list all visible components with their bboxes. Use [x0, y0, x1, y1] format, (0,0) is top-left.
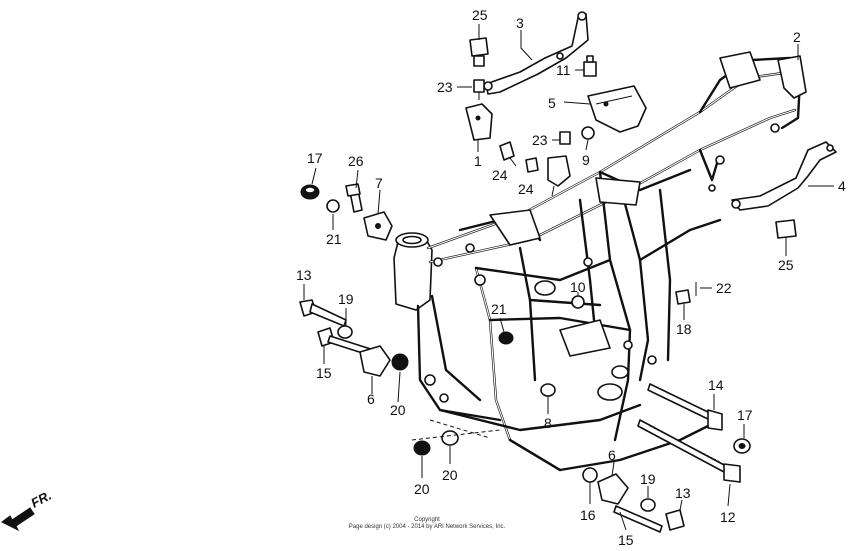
callout-26: 26 — [348, 153, 364, 169]
part-24-bolt-a — [499, 141, 517, 167]
part-11-bolt — [583, 55, 597, 77]
part-18-nut — [675, 289, 691, 305]
copyright-line-2: Page design (c) 2004 - 2014 by ARI Netwo… — [349, 524, 506, 530]
part-16-nut — [582, 467, 598, 483]
callout-25: 25 — [778, 257, 794, 273]
copyright-notice: Copyright Page design (c) 2004 - 2014 by… — [349, 517, 506, 530]
callout-10: 10 — [570, 279, 586, 295]
part-19-washer-b — [640, 498, 656, 512]
callout-20: 20 — [414, 481, 430, 497]
part-5-bracket — [587, 85, 647, 133]
callout-19: 19 — [338, 291, 354, 307]
main-frame — [393, 51, 802, 472]
part-24-bolt-b — [525, 157, 539, 173]
callout-19: 19 — [640, 471, 656, 487]
part-25-bolt-a — [469, 37, 489, 67]
part-12-bolt — [637, 419, 741, 483]
callout-18: 18 — [676, 321, 692, 337]
callout-9: 9 — [582, 152, 590, 168]
callout-21: 21 — [491, 301, 507, 317]
callout-23: 23 — [532, 132, 548, 148]
part-2-bracket — [777, 55, 807, 99]
part-23-bolt-a — [473, 79, 485, 100]
callout-15: 15 — [618, 532, 634, 548]
callout-2: 2 — [793, 29, 801, 45]
part-21-washer-b — [498, 331, 514, 345]
part-14-bolt — [647, 383, 723, 431]
callout-21: 21 — [326, 231, 342, 247]
clamp — [547, 155, 571, 187]
part-17-nut-a — [300, 184, 320, 200]
front-arrow-icon — [1, 507, 35, 532]
callout-13: 13 — [675, 485, 691, 501]
part-6-plate-a — [359, 345, 391, 377]
callout-24: 24 — [518, 181, 534, 197]
callout-17: 17 — [737, 407, 753, 423]
callout-3: 3 — [516, 15, 524, 31]
part-20-nut-a — [391, 353, 409, 371]
part-20-nut-b — [413, 440, 431, 456]
part-20-nut-c — [441, 430, 459, 446]
callout-labels: 25 3 2 11 23 5 23 9 1 24 24 4 17 26 7 21… — [296, 7, 846, 548]
part-26-bolt — [345, 183, 363, 213]
copyright-line-1: Copyright — [414, 517, 440, 523]
callout-20: 20 — [390, 402, 406, 418]
callout-22: 22 — [716, 280, 732, 296]
part-9-grommet — [581, 126, 595, 140]
part-13-bolt-b — [665, 509, 685, 531]
part-3-stay — [483, 11, 589, 95]
part-7-plate — [363, 211, 393, 241]
callout-23: 23 — [437, 79, 453, 95]
part-10-washer — [571, 295, 585, 309]
front-direction-indicator: FR. — [1, 488, 54, 532]
front-direction-label: FR. — [28, 488, 54, 511]
callout-24: 24 — [492, 167, 508, 183]
callout-17: 17 — [307, 150, 323, 166]
callout-4: 4 — [838, 178, 846, 194]
callout-11: 11 — [556, 62, 571, 78]
part-17-nut-b — [733, 438, 751, 454]
part-23-bolt-b — [559, 131, 571, 145]
leader-lines — [303, 24, 834, 531]
callout-14: 14 — [708, 377, 724, 393]
callout-12: 12 — [720, 509, 736, 525]
part-8-washer — [540, 383, 556, 397]
callout-8: 8 — [544, 415, 552, 431]
part-15-bolt-b — [613, 505, 663, 533]
part-21-washer-a — [326, 199, 340, 213]
callout-6: 6 — [608, 447, 616, 463]
callout-6: 6 — [367, 391, 375, 407]
callout-20: 20 — [442, 467, 458, 483]
callout-16: 16 — [580, 507, 596, 523]
part-1-bracket — [465, 103, 493, 141]
callout-15: 15 — [316, 365, 332, 381]
part-19-washer-a — [337, 325, 353, 339]
callout-7: 7 — [375, 175, 383, 191]
callout-1: 1 — [474, 153, 482, 169]
callout-13: 13 — [296, 267, 312, 283]
callout-25: 25 — [472, 7, 488, 23]
part-4-stay — [731, 141, 837, 211]
part-6-plate-b — [597, 473, 629, 505]
part-25-bolt-b — [775, 219, 797, 239]
callout-5: 5 — [548, 95, 556, 111]
